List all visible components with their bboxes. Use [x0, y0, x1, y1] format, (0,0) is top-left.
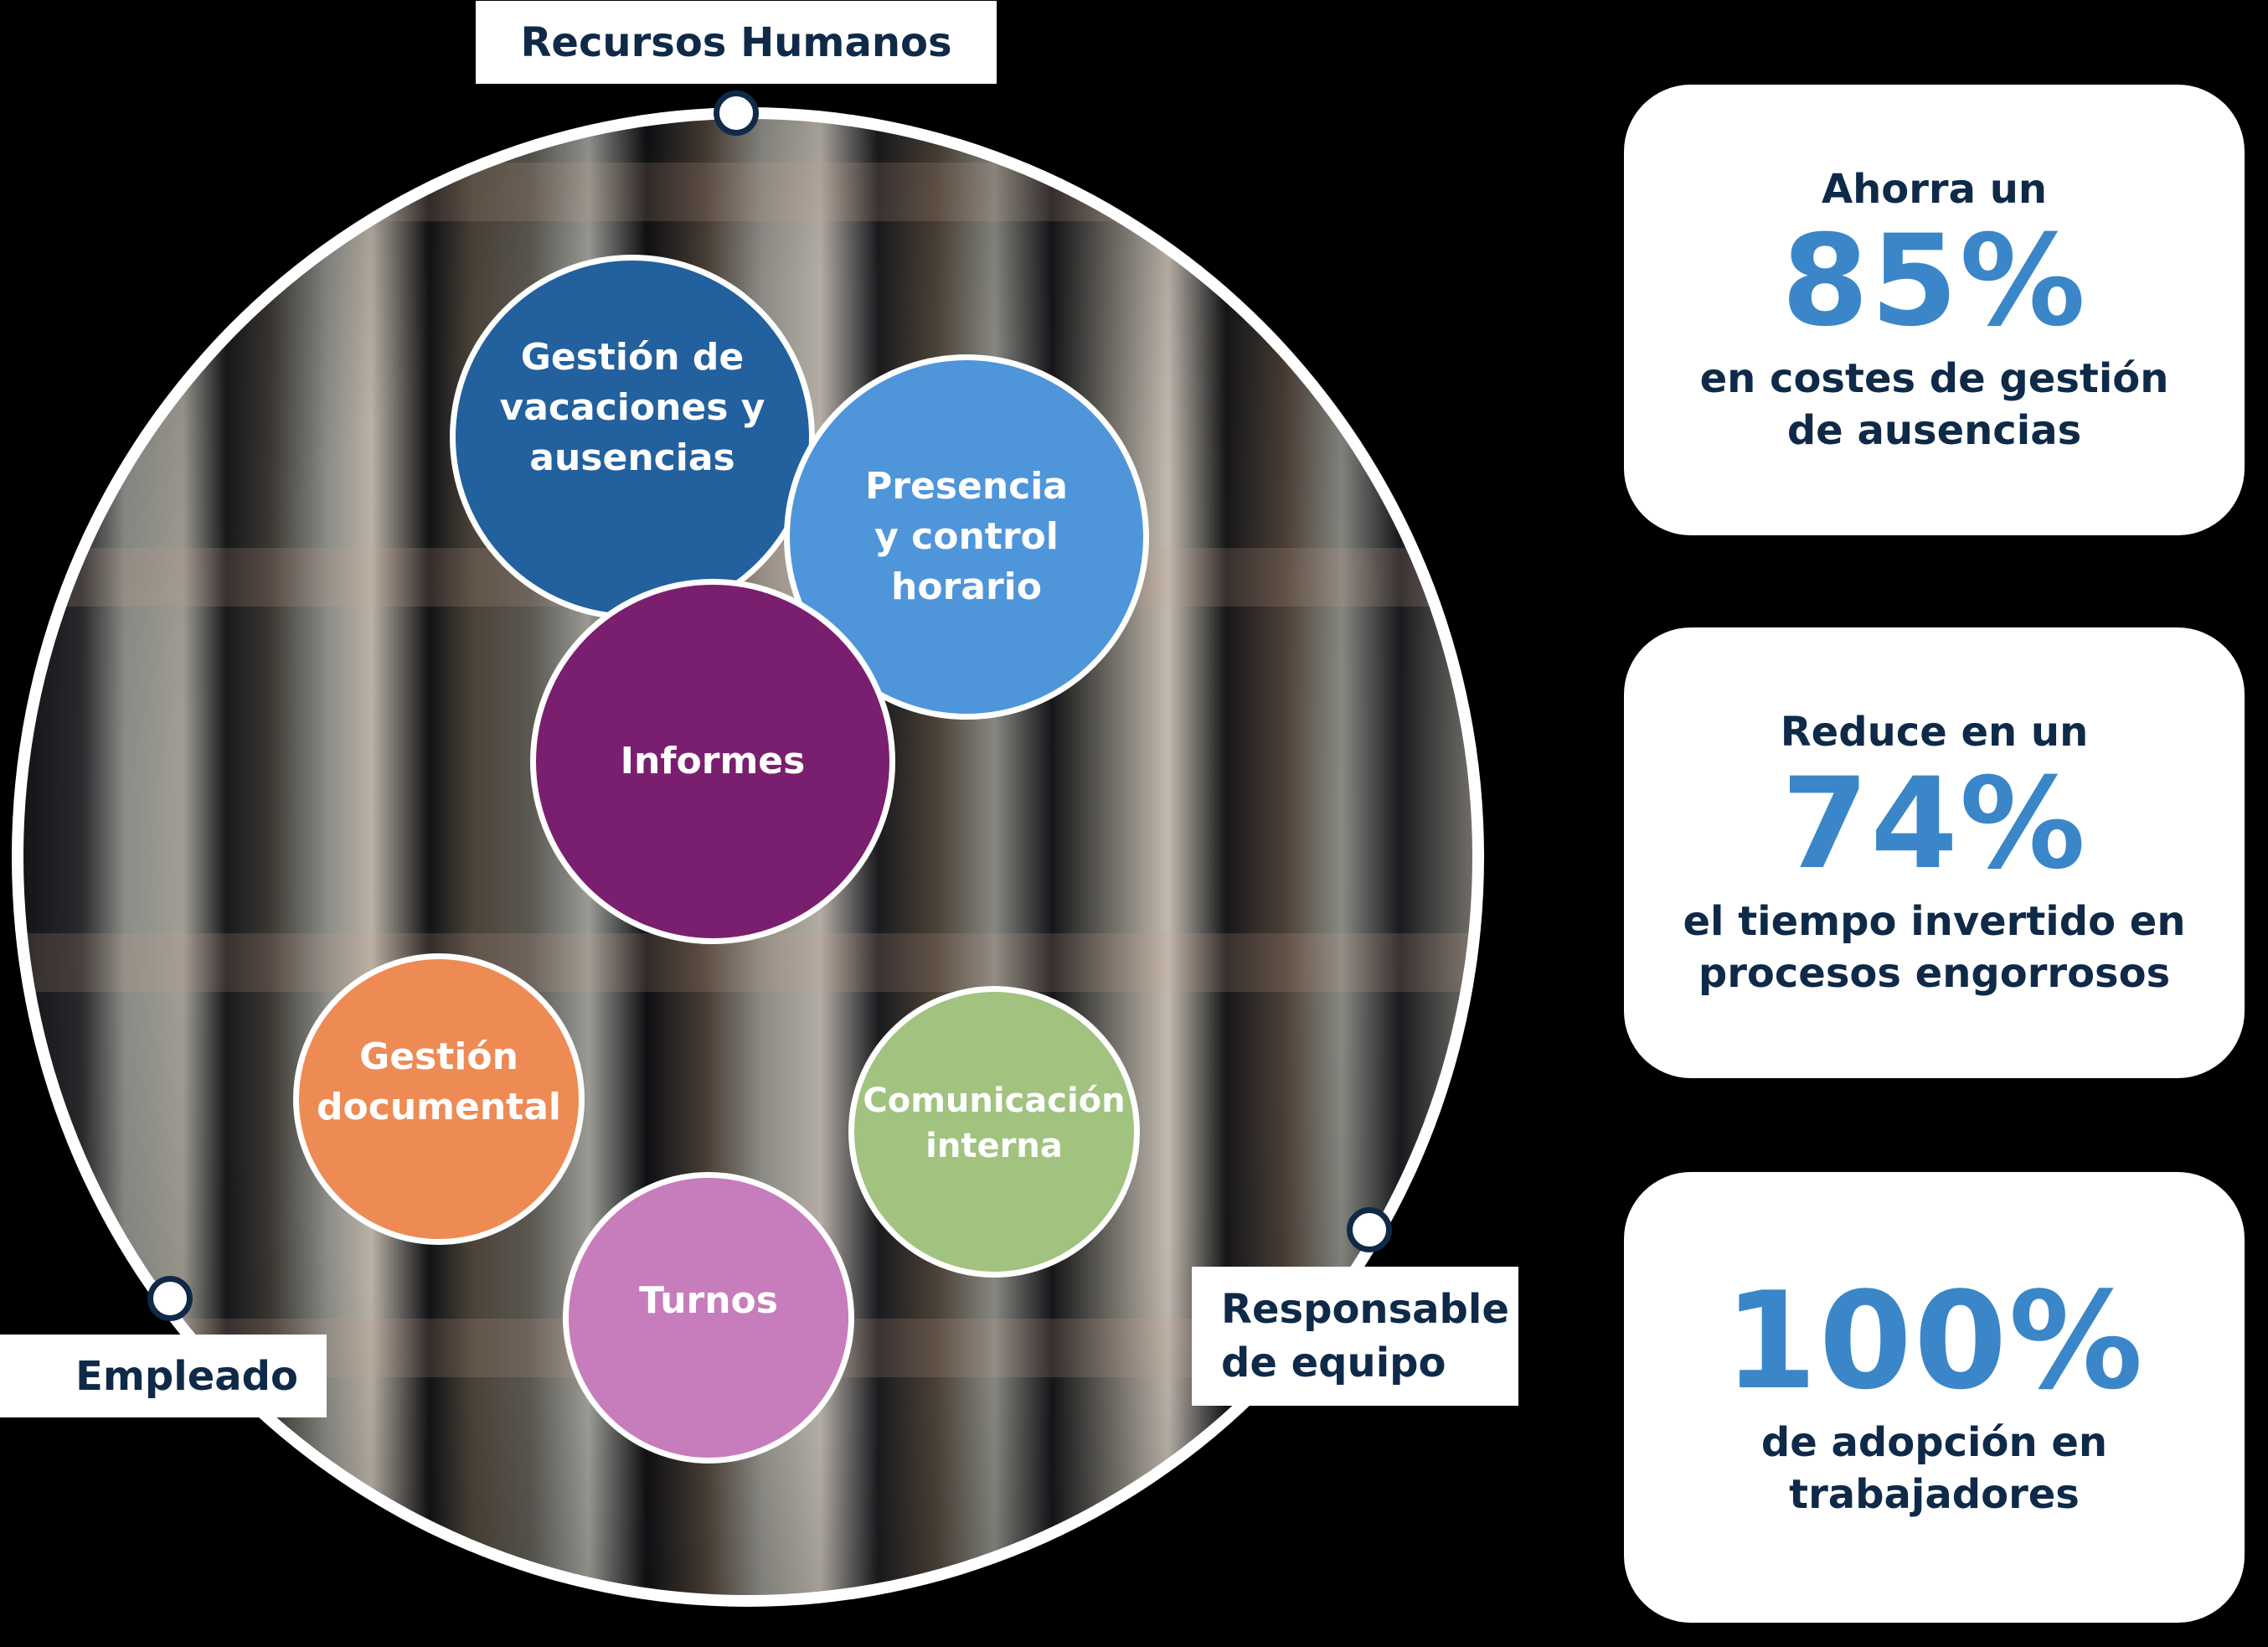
stat-description: en costes de gestión [1699, 355, 2169, 402]
node-dot-empleado [147, 1276, 193, 1321]
module-label-line: Turnos [639, 1279, 778, 1322]
role-label-text: de equipo [1221, 1340, 1446, 1386]
stat-description: procesos engorrosos [1698, 950, 2171, 997]
module-gestion-documental[interactable]: Gestión documental [293, 953, 585, 1245]
module-label-line: interna [925, 1127, 1063, 1165]
role-label-text: Responsable [1221, 1286, 1509, 1333]
stat-intro: Ahorra un [1821, 166, 2048, 213]
role-label-responsable-equipo: Responsable de equipo [1192, 1267, 1518, 1406]
module-label-line: Gestión de [520, 336, 745, 379]
module-turnos[interactable]: Turnos [563, 1172, 854, 1464]
stat-description: trabajadores [1789, 1471, 2080, 1518]
stat-card-tiempo: Reduce en un 74% el tiempo invertido en … [1624, 627, 2245, 1078]
stat-value: 100% [1724, 1262, 2145, 1419]
stat-description: de ausencias [1786, 407, 2082, 454]
role-label-text: Recursos Humanos [520, 18, 952, 66]
module-label-line: Gestión [359, 1035, 518, 1078]
stat-value: 74% [1781, 751, 2088, 897]
stat-intro: Reduce en un [1780, 709, 2089, 756]
stat-description: el tiempo invertido en [1683, 898, 2186, 945]
module-vacaciones-ausencias[interactable]: Gestión de vacaciones y ausencias [450, 255, 815, 620]
module-label-line: y control [874, 515, 1059, 558]
module-label-line: vacaciones y [499, 386, 765, 429]
module-comunicacion-interna[interactable]: Comunicación interna [848, 986, 1140, 1278]
node-dot-recursos-humanos [714, 90, 759, 136]
stat-card-costes: Ahorra un 85% en costes de gestión de au… [1624, 85, 2245, 535]
module-label-line: Presencia [865, 465, 1068, 508]
module-label-line: Informes [620, 740, 806, 782]
stat-value: 85% [1781, 209, 2088, 354]
role-label-recursos-humanos: Recursos Humanos [476, 1, 997, 84]
node-dot-responsable [1347, 1207, 1392, 1252]
role-label-text: Empleado [75, 1352, 298, 1400]
stat-card-adopcion: 100% de adopción en trabajadores [1624, 1172, 2245, 1623]
role-label-empleado: Empleado [0, 1335, 327, 1417]
module-label-line: Comunicación [863, 1082, 1126, 1120]
module-informes[interactable]: Informes [530, 579, 895, 944]
module-label-line: horario [891, 565, 1042, 608]
module-label-line: ausencias [529, 436, 735, 479]
stat-description: de adopción en [1760, 1419, 2108, 1466]
module-label-line: documental [317, 1086, 561, 1128]
